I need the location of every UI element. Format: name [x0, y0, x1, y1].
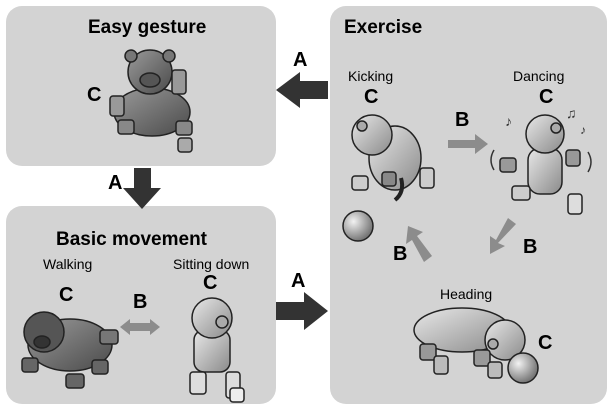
heading-label: Heading	[440, 286, 493, 302]
arrow-walking-sitting	[120, 319, 160, 335]
arrow-dancing-to-heading	[490, 218, 516, 254]
basic-movement-panel	[6, 206, 276, 404]
sitting-robot	[189, 297, 245, 403]
sitting-down-label: Sitting down	[173, 256, 250, 272]
heading-robot	[413, 307, 539, 384]
arrow-a-label-exercise-easy: A	[293, 49, 308, 71]
easy-gesture-title: Easy gesture	[88, 17, 207, 38]
svg-text:♪: ♪	[580, 123, 586, 137]
dancing-label: Dancing	[513, 68, 565, 84]
walking-robot	[21, 311, 119, 389]
arrow-b-label-kicking-dancing: B	[455, 109, 470, 131]
arrow-easy-to-basic	[123, 168, 161, 209]
basic-movement-title: Basic movement	[56, 229, 208, 250]
kicking-label: Kicking	[348, 68, 394, 84]
arrow-exercise-to-easy	[276, 72, 328, 108]
dancing-robot: ♪ ♫ ♪	[490, 105, 592, 215]
arrow-basic-to-exercise	[276, 292, 328, 330]
arrow-b-label-dancing-heading: B	[523, 236, 538, 258]
arrow-b-label-walking-sitting: B	[133, 291, 148, 313]
easy-gesture-robot	[109, 49, 193, 153]
arrow-heading-to-kicking	[406, 226, 432, 262]
kicking-robot	[342, 114, 435, 242]
walking-label: Walking	[43, 256, 93, 272]
exercise-title: Exercise	[344, 17, 423, 38]
easy-gesture-c-mark: C	[87, 84, 102, 106]
svg-text:♪: ♪	[505, 113, 512, 129]
arrow-b-label-heading-kicking: B	[393, 243, 408, 265]
kicking-c-mark: C	[364, 86, 379, 108]
svg-text:♫: ♫	[566, 105, 577, 121]
heading-c-mark: C	[538, 332, 553, 354]
dancing-c-mark: C	[539, 86, 554, 108]
arrow-a-label-basic-exercise: A	[291, 270, 306, 292]
arrow-kicking-to-dancing	[448, 134, 488, 154]
arrow-a-label-easy-basic: A	[108, 172, 123, 194]
sitting-c-mark: C	[203, 272, 218, 294]
walking-c-mark: C	[59, 284, 74, 306]
